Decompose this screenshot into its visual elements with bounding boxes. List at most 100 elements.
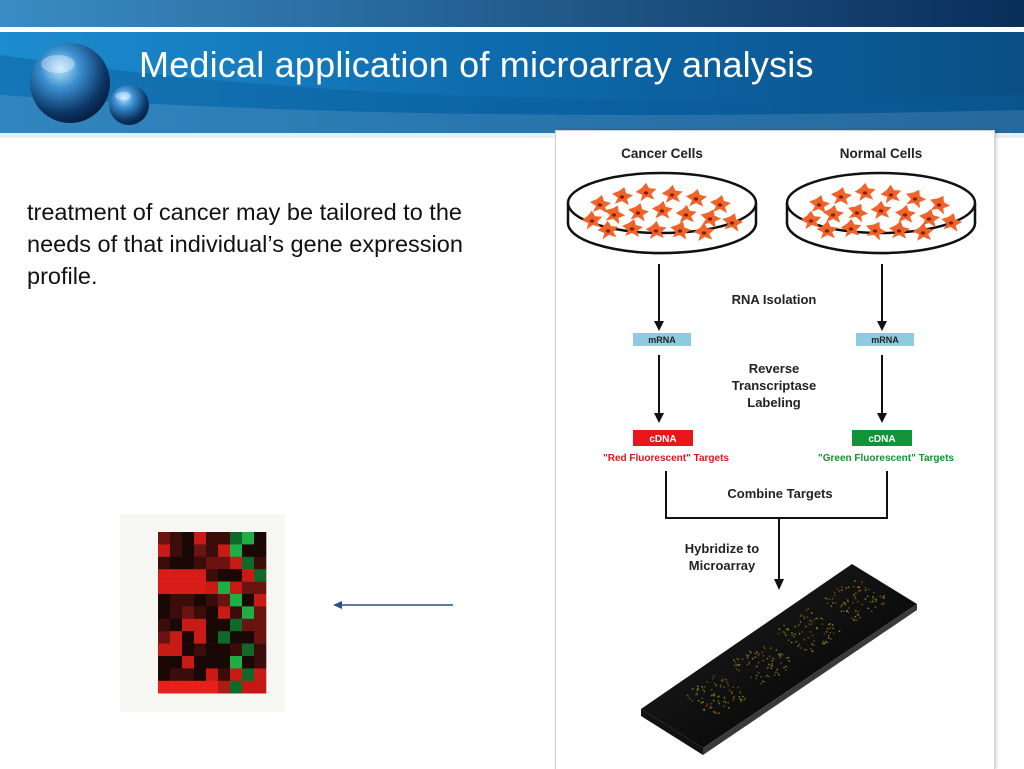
array-spot (832, 632, 835, 635)
heatmap-cell (194, 581, 207, 595)
array-spot (845, 587, 848, 589)
heatmap-cell (158, 668, 171, 682)
array-spot (716, 696, 719, 698)
array-spot (826, 627, 829, 630)
array-spot (835, 602, 837, 604)
array-spot (804, 625, 807, 628)
arrow-down-icon (877, 321, 887, 331)
array-spot (810, 612, 813, 615)
heatmap-cell (170, 668, 183, 682)
heatmap-cell (230, 618, 243, 632)
array-spot (757, 661, 760, 664)
array-spot (853, 619, 856, 622)
array-spot (705, 704, 708, 707)
array-spot (846, 609, 849, 612)
array-spot (722, 705, 725, 708)
large-orb-icon (30, 43, 110, 123)
array-spot (757, 654, 760, 657)
array-spot (734, 661, 737, 663)
array-spot (710, 694, 713, 697)
cell-nucleus (611, 213, 617, 217)
array-spot (711, 677, 714, 680)
array-spot (811, 650, 814, 653)
array-spot (768, 663, 770, 666)
heatmap-cell (182, 581, 195, 595)
array-spot (822, 640, 825, 643)
array-spot (710, 689, 713, 691)
heatmap-cell (170, 569, 183, 582)
array-spot (807, 636, 810, 639)
array-spot (748, 662, 751, 665)
array-spot (703, 708, 706, 711)
heatmap-cell (230, 544, 243, 558)
heatmap-cell (206, 544, 219, 558)
heatmap-cell (242, 544, 255, 558)
hybridize-label-line-1: Hybridize to (685, 541, 759, 556)
heatmap-cell (254, 606, 267, 620)
heatmap-cell (206, 606, 219, 620)
cell-nucleus (643, 191, 649, 195)
array-spot (775, 649, 778, 651)
normal-cells-label: Normal Cells (840, 146, 923, 161)
array-spot (833, 594, 836, 597)
heatmap-cell (230, 656, 243, 669)
header-background (0, 0, 1024, 138)
array-spot (800, 614, 803, 616)
heatmap-cell (230, 594, 243, 607)
array-spot (756, 651, 758, 654)
heatmap-cell (218, 532, 231, 545)
array-spot (847, 611, 850, 614)
array-spot (883, 595, 886, 597)
heatmap-cell (170, 680, 183, 694)
cell-nucleus (902, 213, 908, 217)
array-spot (854, 596, 856, 598)
array-spot (767, 666, 769, 669)
reverse-label-line-2: Transcriptase (732, 378, 817, 393)
array-spot (797, 645, 800, 647)
heatmap-cell (254, 556, 267, 570)
array-spot (777, 653, 780, 656)
cancer-cells-label: Cancer Cells (621, 146, 703, 161)
array-spot (798, 643, 801, 646)
array-spot (827, 637, 830, 640)
array-spot (864, 598, 867, 600)
array-spot (855, 591, 857, 594)
array-spot (854, 580, 856, 583)
heatmap-cell (242, 656, 255, 669)
array-spot (750, 676, 753, 679)
array-spot (799, 647, 802, 649)
array-spot (794, 625, 797, 628)
heatmap-cell (158, 594, 171, 607)
array-spot (867, 607, 870, 610)
cell-nucleus (683, 213, 689, 217)
array-spot (780, 662, 783, 665)
array-spot (740, 698, 743, 701)
array-spot (840, 605, 842, 608)
array-spot (708, 707, 711, 709)
cell-nucleus (669, 193, 675, 197)
cell-nucleus (629, 227, 635, 231)
array-spot (728, 689, 731, 692)
array-spot (736, 663, 739, 666)
array-spot (782, 631, 784, 633)
array-spot (779, 656, 781, 659)
heatmap-cell (170, 631, 183, 644)
array-spot (738, 696, 741, 698)
array-spot (747, 654, 750, 657)
array-spot (813, 640, 815, 643)
heatmap-cell (158, 618, 171, 632)
heatmap-cell (170, 556, 183, 570)
array-spot (758, 671, 760, 674)
array-spot (710, 702, 713, 705)
array-spot (829, 598, 831, 601)
array-spot (732, 686, 734, 689)
cell-nucleus (878, 209, 884, 213)
array-spot (783, 624, 786, 627)
array-spot (790, 641, 793, 644)
array-spot (829, 631, 832, 634)
heatmap-cell (194, 631, 207, 644)
array-spot (821, 623, 824, 626)
array-spot (751, 657, 754, 660)
array-spot (700, 701, 703, 704)
heatmap-cell (254, 618, 267, 632)
